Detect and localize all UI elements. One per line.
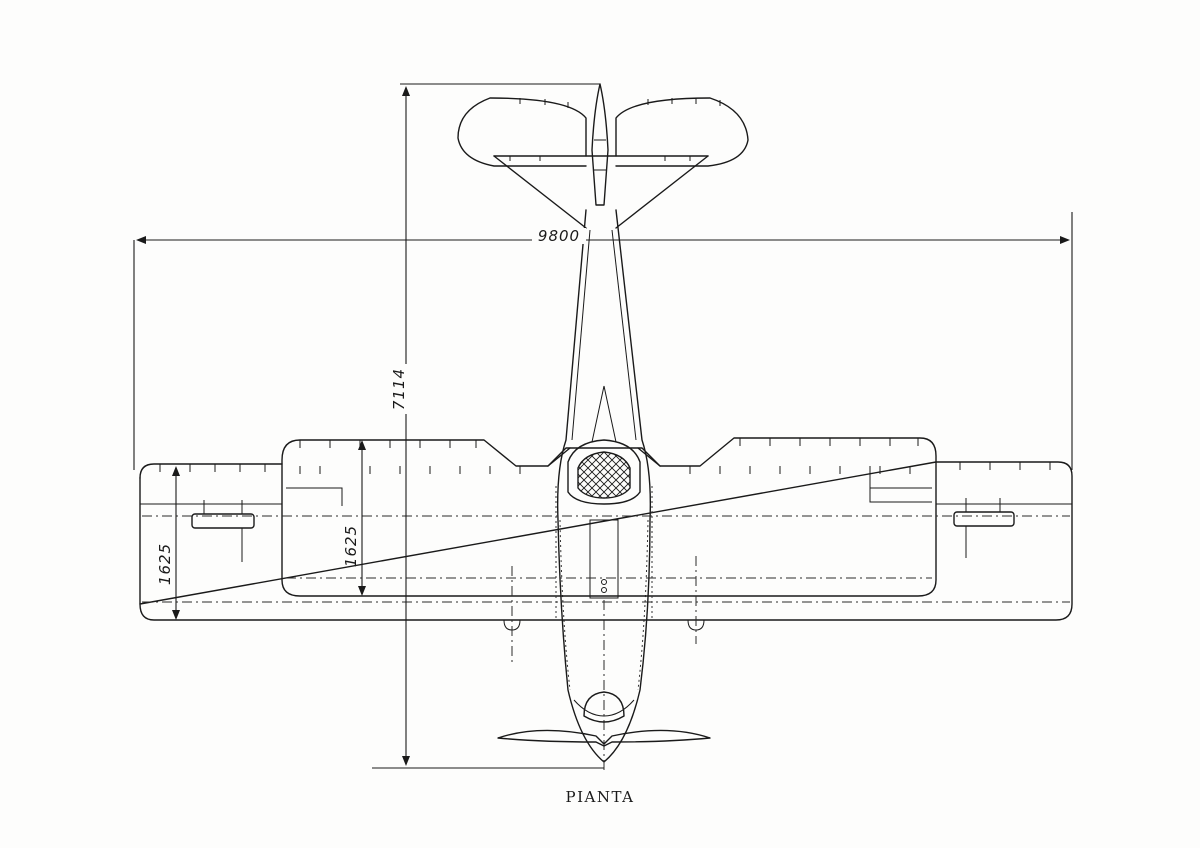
- upper-chord-label: 1625: [342, 525, 360, 567]
- lower-chord-label: 1625: [156, 543, 174, 585]
- length-label: 7114: [390, 368, 408, 410]
- wingspan-label: 9800: [538, 227, 580, 245]
- lower-chord-dimension: 1625: [156, 466, 180, 620]
- length-dimension: 7114: [372, 83, 604, 769]
- fuselage: [556, 209, 652, 770]
- propeller: [497, 729, 711, 747]
- lower-wing: [139, 461, 1073, 664]
- engine-cowling: [573, 691, 635, 723]
- tailplane: [457, 83, 749, 229]
- wingspan-dimension: 9800: [133, 212, 1073, 470]
- upper-wing: [281, 437, 937, 597]
- upper-chord-dimension: 1625: [342, 440, 366, 596]
- drawing-caption: PIANTA: [565, 788, 635, 806]
